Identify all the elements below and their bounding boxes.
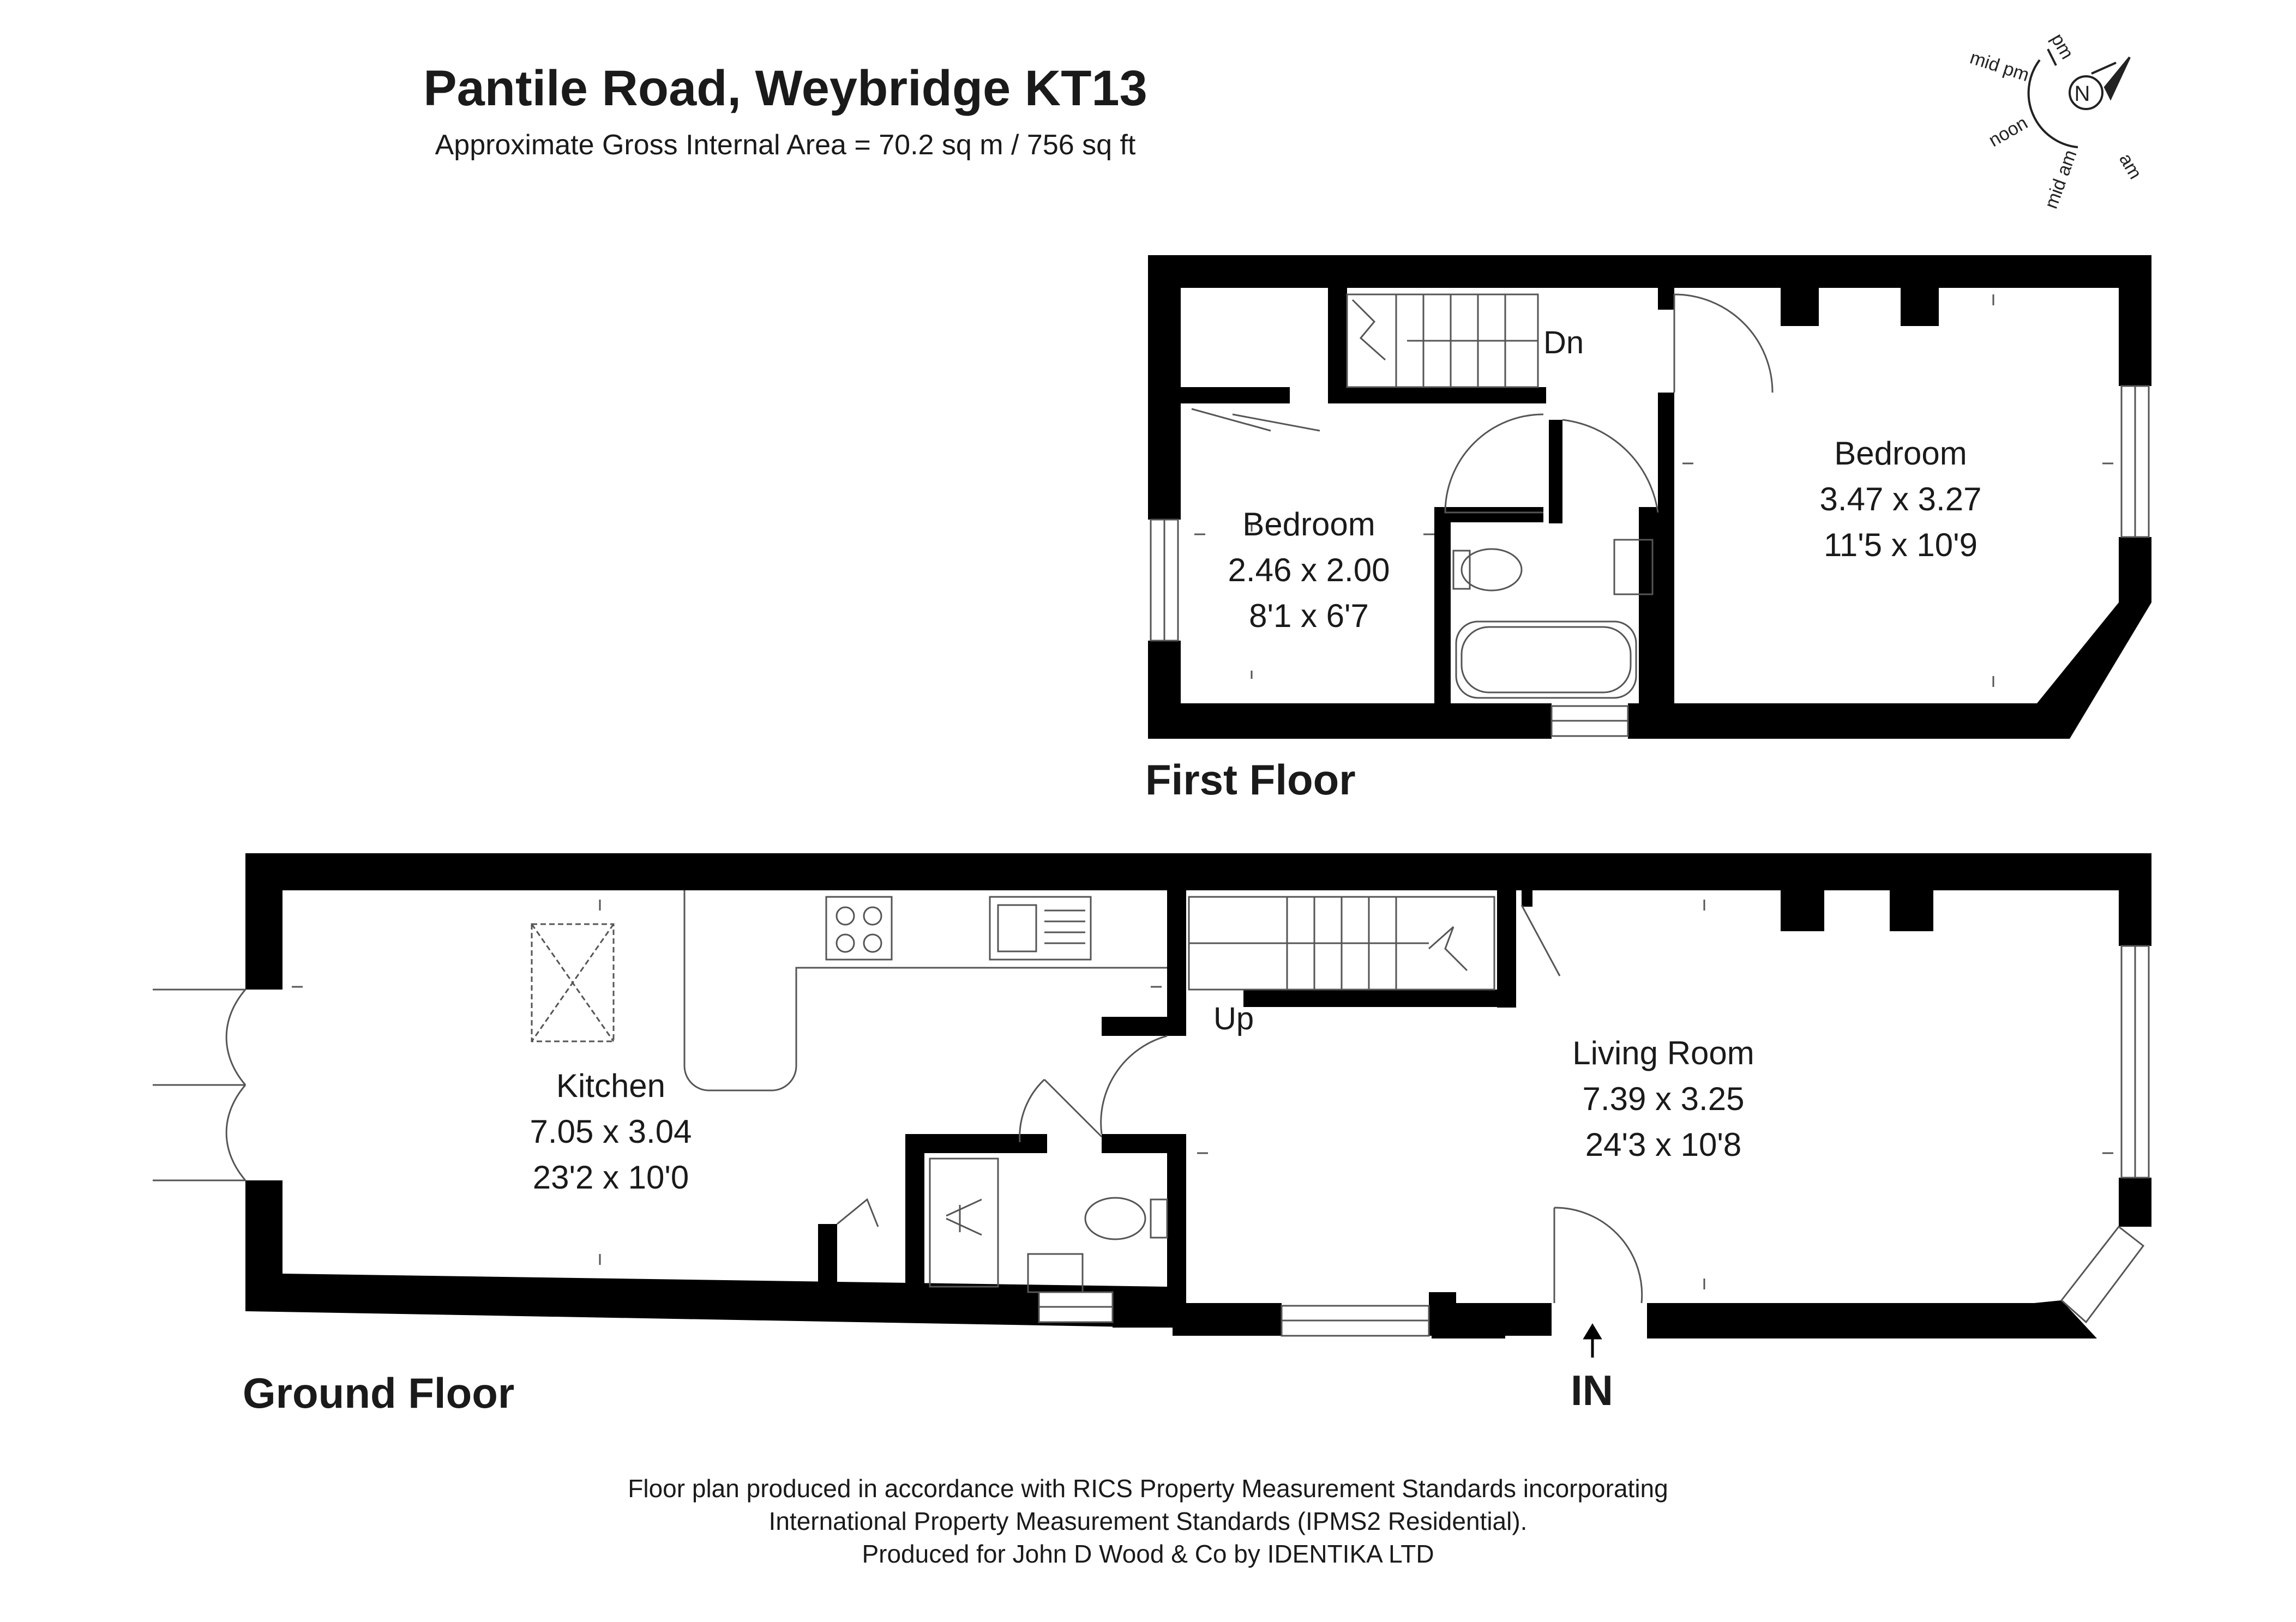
ground-floor-stairs-label: Up [1213, 1001, 1254, 1036]
first-floor-label: First Floor [1145, 756, 1356, 804]
first-floor-bedroom-2: Bedroom 3.47 x 3.27 11'5 x 10'9 [1764, 431, 2037, 568]
ground-floor-fixtures [153, 890, 2150, 1358]
compass-label-am: am [2115, 150, 2146, 183]
compass-label-noon: noon [1985, 112, 2031, 151]
entrance-label: IN [1571, 1366, 1613, 1414]
footer-line: International Property Measurement Stand… [768, 1507, 1528, 1535]
room-metric: 7.39 x 3.25 [1582, 1081, 1745, 1117]
room-name: Living Room [1572, 1035, 1754, 1071]
compass-label-midam: mid am [2041, 147, 2081, 212]
first-floor-walls [1148, 255, 2151, 739]
room-imperial: 8'1 x 6'7 [1249, 598, 1369, 634]
footer-line: Floor plan produced in accordance with R… [628, 1474, 1668, 1503]
compass-north: N [2075, 82, 2090, 106]
room-name: Bedroom [1834, 435, 1967, 472]
footer-notes: Floor plan produced in accordance with R… [0, 1472, 2296, 1570]
compass-icon [2027, 49, 2131, 148]
first-floor-bedroom-1: Bedroom 2.46 x 2.00 8'1 x 6'7 [1183, 502, 1434, 639]
plan-title: Pantile Road, Weybridge KT13 [423, 61, 1147, 116]
ground-floor-label: Ground Floor [243, 1369, 515, 1417]
ground-floor-kitchen: Kitchen 7.05 x 3.04 23'2 x 10'0 [480, 1063, 742, 1201]
room-metric: 2.46 x 2.00 [1228, 552, 1390, 588]
ground-floor-living-room: Living Room 7.39 x 3.25 24'3 x 10'8 [1522, 1030, 1805, 1168]
room-imperial: 11'5 x 10'9 [1823, 527, 1978, 563]
room-metric: 7.05 x 3.04 [530, 1113, 692, 1150]
footer-line: Produced for John D Wood & Co by IDENTIK… [862, 1540, 1434, 1568]
first-floor-stairs-label: Dn [1543, 325, 1584, 360]
first-floor-fixtures [1150, 293, 2150, 737]
room-name: Bedroom [1242, 506, 1375, 542]
room-imperial: 23'2 x 10'0 [532, 1159, 689, 1196]
room-metric: 3.47 x 3.27 [1819, 481, 1982, 517]
compass-label-midpm: mid pm [1968, 47, 2032, 86]
room-imperial: 24'3 x 10'8 [1585, 1126, 1742, 1163]
gross-area: Approximate Gross Internal Area = 70.2 s… [435, 129, 1136, 161]
room-name: Kitchen [556, 1068, 666, 1104]
